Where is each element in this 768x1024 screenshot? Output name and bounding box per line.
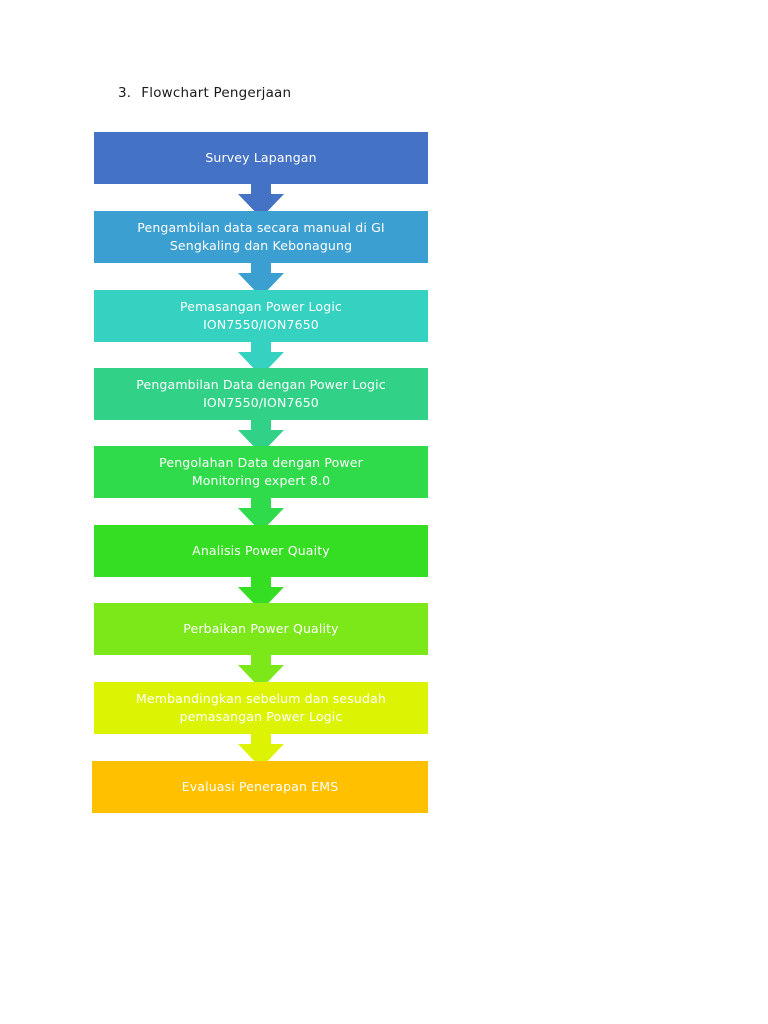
flow-node-n4[interactable]: Pengambilan Data dengan Power Logic ION7… [94,368,428,420]
flow-node-label: Membandingkan sebelum dan sesudah pemasa… [136,690,386,724]
flow-connector-arrow [238,643,284,689]
flow-node-label: Evaluasi Penerapan EMS [181,778,339,794]
flow-node-n3[interactable]: Pemasangan Power Logic ION7550/ION7650 [94,290,428,342]
flow-connector-arrow [238,565,284,611]
flow-connector-arrow [238,330,284,376]
flow-connector-arrow [238,486,284,532]
flow-node-n9[interactable]: Evaluasi Penerapan EMS [92,761,428,813]
flow-node-n2[interactable]: Pengambilan data secara manual di GI Sen… [94,211,428,263]
section-heading-text: Flowchart Pengerjaan [141,85,292,101]
flow-node-n7[interactable]: Perbaikan Power Quality [94,603,428,655]
flow-node-n8[interactable]: Membandingkan sebelum dan sesudah pemasa… [94,682,428,734]
flow-node-label: Pengambilan Data dengan Power Logic ION7… [136,376,386,410]
flow-node-n5[interactable]: Pengolahan Data dengan Power Monitoring … [94,446,428,498]
flow-node-label: Pemasangan Power Logic ION7550/ION7650 [180,298,342,332]
flow-connector-arrow [238,251,284,297]
flow-node-n1[interactable]: Survey Lapangan [94,132,428,184]
flow-connector-arrow [238,722,284,768]
flow-node-label: Survey Lapangan [205,149,317,165]
section-heading: 3. Flowchart Pengerjaan [118,85,291,101]
flow-node-label: Perbaikan Power Quality [183,620,339,636]
section-heading-number: 3. [118,85,132,101]
flow-node-label: Pengolahan Data dengan Power Monitoring … [159,454,363,488]
flow-connector-arrow [238,408,284,454]
flow-node-n6[interactable]: Analisis Power Quaity [94,525,428,577]
flow-node-label: Analisis Power Quaity [192,542,330,558]
flow-node-label: Pengambilan data secara manual di GI Sen… [137,219,385,253]
flow-connector-arrow [238,172,284,218]
